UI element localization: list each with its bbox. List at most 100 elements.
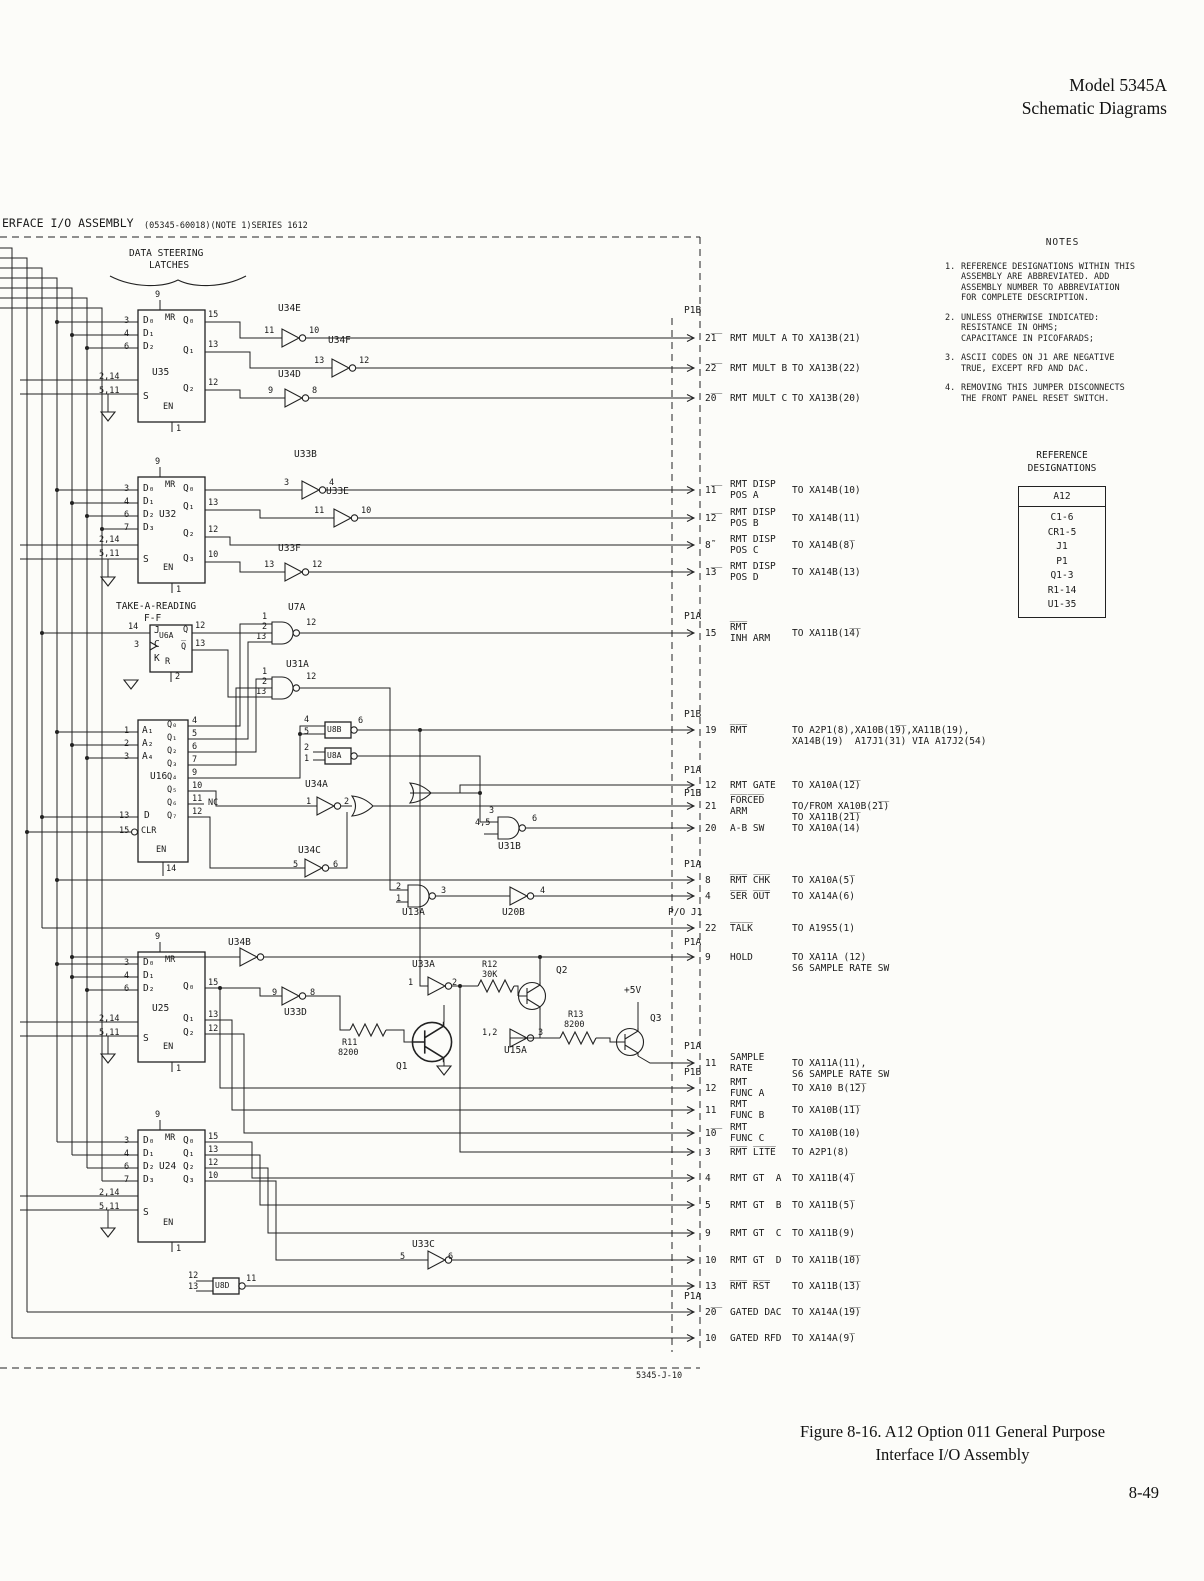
schematic-label: Q̅ bbox=[181, 642, 187, 652]
schematic-label: 30K bbox=[482, 970, 498, 980]
drawing-number: 5345-J-10 bbox=[636, 1371, 683, 1381]
schematic-label: 3 bbox=[441, 886, 447, 896]
output-pin: 1̅1̅ bbox=[705, 485, 717, 496]
connector-label: P1A bbox=[684, 1041, 702, 1052]
schematic-label: 7 bbox=[124, 1175, 130, 1185]
note-number: 3. bbox=[945, 353, 956, 363]
schematic-label: EN bbox=[163, 563, 174, 573]
ground-icon bbox=[123, 679, 139, 690]
schematic-label: 13 bbox=[188, 1282, 199, 1292]
note-item: 2. UNLESS OTHERWISE INDICATED: RESISTANC… bbox=[945, 313, 1180, 345]
U34C-inverter bbox=[304, 858, 330, 878]
schematic-label: 13 bbox=[264, 560, 275, 570]
schematic-label: D₀ bbox=[143, 957, 155, 968]
schematic-label: Q₂ bbox=[183, 383, 195, 394]
schematic-label: Q₁ bbox=[183, 1148, 195, 1159]
Q1-label: Q1 bbox=[396, 1061, 408, 1072]
schematic-label: 13 bbox=[195, 639, 206, 649]
schematic-label: Q₄ bbox=[167, 772, 178, 782]
assembly-subtitle: (05345-60018)(NOTE 1)SERIES 1612 bbox=[144, 221, 308, 231]
schematic-label: Q₂ bbox=[183, 528, 195, 539]
schematic-label: 13 bbox=[208, 1145, 219, 1155]
figure-caption: Figure 8-16. A12 Option 011 General Purp… bbox=[715, 1420, 1190, 1466]
output-dest: TO XA13B(22) bbox=[792, 363, 861, 374]
schematic-label: EN bbox=[163, 1218, 174, 1228]
schematic-label: 1,2 bbox=[482, 1028, 498, 1038]
schematic-label: MR bbox=[165, 955, 176, 965]
U34E-inverter bbox=[281, 328, 307, 348]
output-pin: 4 bbox=[705, 891, 711, 902]
schematic-label: 2 bbox=[452, 978, 458, 988]
output-sig: R̅M̅T̅ bbox=[730, 725, 748, 736]
wires-bus bbox=[0, 247, 103, 1338]
schematic-label: 1 bbox=[176, 585, 182, 595]
schematic-label: D bbox=[144, 810, 150, 821]
U33B-inverter bbox=[301, 480, 327, 500]
U33F-inverter bbox=[284, 562, 310, 582]
schematic-label: Q₆ bbox=[167, 798, 178, 808]
output-sig: S̅E̅R̅ O̅U̅T̅ bbox=[730, 891, 771, 902]
schematic-label: 4 bbox=[124, 497, 130, 507]
schematic-label: 5,11 bbox=[99, 549, 120, 559]
schematic-label: 12 bbox=[208, 525, 219, 535]
note-number: 2. bbox=[945, 312, 956, 323]
schematic-label: 2,14 bbox=[99, 1014, 120, 1024]
schematic-label: 12 bbox=[306, 618, 317, 628]
U34D-label: U34D bbox=[278, 369, 301, 380]
U35-ic bbox=[137, 309, 206, 423]
output-dest: TO XA14B(10) bbox=[792, 485, 861, 496]
U31B-nand bbox=[497, 816, 527, 840]
schematic-label: Q₀ bbox=[183, 981, 195, 992]
U32-label: U32 bbox=[159, 509, 177, 520]
schematic-label: 2,14 bbox=[99, 1188, 120, 1198]
U7A-label: U7A bbox=[288, 602, 306, 613]
U20B-label: U20B bbox=[502, 907, 525, 918]
U34F-inverter bbox=[331, 358, 357, 378]
schematic-label: D₃ bbox=[143, 522, 155, 533]
schematic-label: Q₀ bbox=[167, 720, 178, 730]
output-dest: TO XA11B(1̅3̅) bbox=[792, 1281, 861, 1292]
schematic-label: 3 bbox=[124, 958, 130, 968]
schematic-label: 6 bbox=[358, 716, 364, 726]
note-number: 4. bbox=[945, 383, 956, 393]
U33E-inverter bbox=[333, 508, 359, 528]
schematic-label: 12 bbox=[195, 621, 206, 631]
schematic-label: A₁ bbox=[142, 725, 154, 736]
schematic-label: 14 bbox=[166, 864, 177, 874]
output-dest: TO XA13B(20) bbox=[792, 393, 861, 404]
ground-icon bbox=[100, 1227, 116, 1238]
header-subtitle: Schematic Diagrams bbox=[1021, 98, 1167, 118]
notes-title: NOTES bbox=[1045, 237, 1080, 248]
output-dest: TO XA14A(1̅9̅) bbox=[792, 1307, 861, 1318]
R13-resistor bbox=[559, 1031, 597, 1045]
schematic-label: 6 bbox=[124, 984, 130, 994]
page-number: 8-49 bbox=[1128, 1483, 1159, 1502]
schematic-label: 3 bbox=[538, 1028, 544, 1038]
schematic-label: Q₀ bbox=[183, 1135, 195, 1146]
model-number: Model 5345A bbox=[1069, 75, 1167, 95]
schematic-label: 2 bbox=[262, 622, 268, 632]
output-sig: R̅M̅T̅ C̅H̅K̅ bbox=[730, 875, 771, 886]
output-sig: RMT GT B bbox=[730, 1200, 782, 1211]
output-dest: TO XA11A (12) S6 SAMPLE RATE SW bbox=[792, 952, 890, 974]
output-sig: RMT DISP POS B bbox=[730, 507, 776, 529]
schematic-label: 2 bbox=[396, 882, 402, 892]
schematic-label: 9 bbox=[192, 768, 198, 778]
output-dest: TO XA10B(10) bbox=[792, 1128, 861, 1139]
schematic-label: 9 bbox=[268, 386, 274, 396]
schematic-label: Q₁ bbox=[167, 733, 178, 743]
ref-item: CR1-5 bbox=[1047, 526, 1077, 538]
output-sig: RMT FUNC B bbox=[730, 1099, 765, 1121]
ref-item: U1-35 bbox=[1047, 599, 1077, 610]
schematic-label: 2,14 bbox=[99, 372, 120, 382]
U16-ic bbox=[137, 719, 189, 863]
connector-label: P1B bbox=[684, 788, 702, 799]
U6A-label: U6A bbox=[159, 631, 174, 640]
schematic-label: 1 bbox=[306, 797, 312, 807]
U34A-inverter bbox=[316, 796, 342, 816]
schematic-label: 10 bbox=[361, 506, 372, 516]
ground-icon bbox=[100, 576, 116, 587]
output-pin: 2̅0̅ bbox=[705, 1307, 717, 1318]
schematic-label: 2 bbox=[262, 677, 268, 687]
R11-resistor bbox=[349, 1023, 387, 1037]
